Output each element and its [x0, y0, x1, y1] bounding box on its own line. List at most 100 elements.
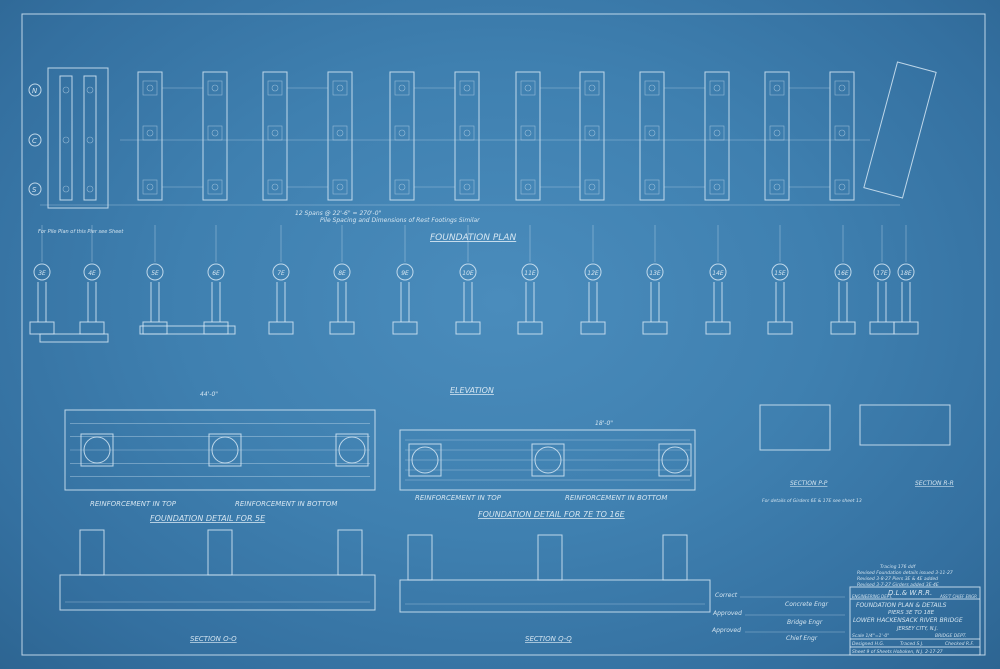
footing-elevation — [893, 321, 919, 335]
drawing-border — [21, 13, 986, 656]
column-base — [709, 179, 725, 195]
column-base — [769, 125, 785, 141]
pier-label: 12E — [587, 270, 599, 277]
footing — [454, 71, 480, 201]
footing — [515, 71, 541, 201]
column-base — [584, 125, 600, 141]
column — [146, 183, 154, 191]
column — [773, 129, 781, 137]
pier-marker-4E: 4E — [79, 225, 105, 335]
column — [648, 183, 656, 191]
footing-elevation — [142, 321, 168, 335]
pier-label: 8E — [338, 270, 346, 277]
svg-text:Revised 3-7-27 Girders added 3: Revised 3-7-27 Girders added 3E-4E — [857, 582, 939, 588]
column-base — [709, 125, 725, 141]
pier-marker-16E: 16E — [830, 225, 856, 335]
pile — [62, 86, 70, 94]
column-base — [584, 80, 600, 96]
pier-marker-17E: 17E — [869, 225, 895, 335]
section-rr — [859, 404, 951, 446]
footing-elevation — [203, 321, 229, 335]
svg-text:Tracing 176 ddf: Tracing 176 ddf — [880, 564, 917, 570]
section-oo-title: SECTION O-O — [190, 635, 237, 643]
column-base — [142, 80, 158, 96]
column — [336, 183, 344, 191]
column — [271, 129, 279, 137]
pier-label-circle — [207, 263, 225, 281]
pier-marker-13E: 13E — [642, 225, 668, 335]
svg-text:Revised Foundation details iss: Revised Foundation details issued 3-11-2… — [857, 570, 953, 576]
svg-text:Revised 3-8-27 Piers 3E & 4E a: Revised 3-8-27 Piers 3E & 4E added — [857, 576, 938, 582]
title-block: D.L.& W.R.R. ENGINEERING DEPT. ASS'T CHI… — [849, 586, 981, 656]
pier-label-circle — [834, 263, 852, 281]
svg-text:D.L.& W.R.R.: D.L.& W.R.R. — [888, 589, 932, 597]
pier-footing-pair — [764, 71, 855, 201]
svg-text:Designed H.G.: Designed H.G. — [852, 641, 884, 647]
reinf-top-7e: REINFORCEMENT IN TOP — [415, 494, 502, 502]
column-base — [459, 80, 475, 96]
pier-marker-14E: 14E — [705, 225, 731, 335]
section-oo — [59, 529, 376, 611]
column — [588, 183, 596, 191]
pier-label: 4E — [88, 270, 96, 277]
pile — [62, 185, 70, 193]
column-section — [337, 529, 363, 576]
section-outline — [59, 574, 376, 611]
pier-marker-10E: 10E — [455, 225, 481, 335]
column-base — [769, 179, 785, 195]
column-base — [267, 179, 283, 195]
footing-elevation — [29, 321, 55, 335]
column — [211, 84, 219, 92]
svg-text:PIERS 3E TO 18E: PIERS 3E TO 18E — [888, 610, 935, 616]
revision-notes: Tracing 176 ddf Revised Foundation detai… — [857, 564, 953, 588]
footing-elevation — [268, 321, 294, 335]
spans-note: 12 Spans @ 22'-6" = 270'-0" — [295, 210, 382, 217]
footing — [704, 71, 730, 201]
footing — [639, 71, 665, 201]
column — [773, 84, 781, 92]
spacing-note: Pile Spacing and Dimensions of Rest Foot… — [320, 217, 480, 224]
pier-label-circle — [272, 263, 290, 281]
section-pp — [759, 404, 831, 451]
pier-footing-pair — [515, 71, 605, 201]
reinf-bottom-5e: REINFORCEMENT IN BOTTOM — [235, 500, 337, 508]
svg-text:LOWER HACKENSACK RIVER BRIDGE: LOWER HACKENSACK RIVER BRIDGE — [853, 617, 963, 624]
foundation-details — [59, 404, 951, 613]
column — [838, 183, 846, 191]
pier-label-circle — [771, 263, 789, 281]
footing — [262, 71, 288, 201]
pier-label-circle — [333, 263, 351, 281]
footing — [764, 71, 790, 201]
column-base — [335, 433, 369, 467]
svg-text:Concrete Engr: Concrete Engr — [785, 601, 828, 608]
column-base — [207, 179, 223, 195]
column — [83, 436, 111, 464]
svg-text:FOUNDATION PLAN & DETAILS: FOUNDATION PLAN & DETAILS — [856, 602, 947, 609]
section-qq — [399, 534, 711, 613]
svg-text:Approved: Approved — [711, 627, 741, 634]
column — [534, 446, 562, 474]
pier-marker-11E: 11E — [517, 225, 543, 335]
reinf-top-5e: REINFORCEMENT IN TOP — [90, 500, 177, 508]
footing — [579, 71, 605, 201]
column — [838, 129, 846, 137]
column — [713, 84, 721, 92]
pier-label-circle — [459, 263, 477, 281]
detail-5e-title: FOUNDATION DETAIL FOR 5E — [150, 514, 266, 523]
footing-elevation — [642, 321, 668, 335]
svg-text:Scale 1/4"=1'-0": Scale 1/4"=1'-0" — [852, 633, 889, 639]
column-section — [79, 529, 105, 576]
column-section — [662, 534, 688, 581]
footing — [327, 71, 353, 201]
column — [648, 84, 656, 92]
section-rr-title: SECTION R-R — [915, 480, 954, 487]
pier-label: 9E — [401, 270, 409, 277]
plan-title: FOUNDATION PLAN — [430, 233, 516, 243]
column-base — [207, 125, 223, 141]
column — [211, 183, 219, 191]
column-base — [531, 443, 565, 477]
pier-footing-pair — [137, 71, 228, 201]
column-base — [658, 443, 692, 477]
